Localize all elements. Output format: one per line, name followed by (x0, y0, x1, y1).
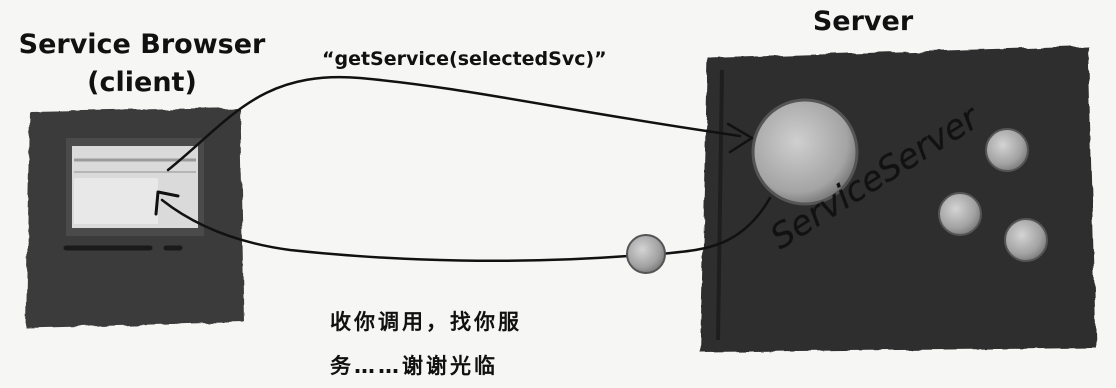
client-title-line1: Service Browser (18, 29, 266, 60)
server-title: Server (812, 6, 914, 37)
call-arrow (166, 75, 754, 172)
client-title-line2: (client) (87, 67, 197, 98)
client-title: Service Browser (client) (6, 26, 278, 102)
call-label: “getService(selectedSvc)” (322, 48, 607, 70)
call-arrowhead (726, 122, 754, 154)
returned-service-object (626, 234, 666, 274)
return-arrow (154, 190, 772, 274)
service-server-object (751, 98, 859, 206)
server-box (700, 46, 1096, 352)
service-object-3 (1004, 218, 1048, 262)
return-arrowhead (154, 190, 180, 216)
reply-label: 收你调用，找你服 务……谢谢光临 (330, 300, 522, 388)
reply-line2: 务……谢谢光临 (330, 354, 498, 378)
service-object-2 (938, 192, 982, 236)
server-machine: ServiceServer (700, 46, 1096, 352)
client-computer (26, 108, 244, 328)
service-object-1 (985, 128, 1029, 172)
reply-line1: 收你调用，找你服 (330, 310, 522, 334)
